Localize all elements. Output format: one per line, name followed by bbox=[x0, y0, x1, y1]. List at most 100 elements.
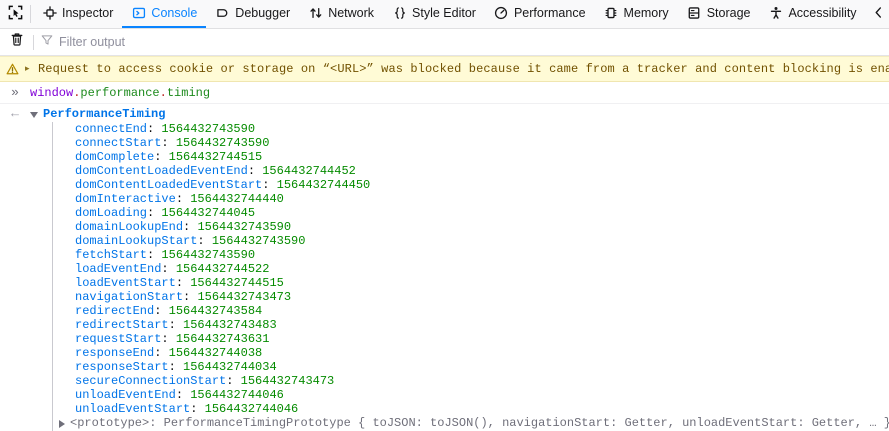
property-value: 1564432743590 bbox=[161, 122, 256, 136]
toolbar-overflow-button[interactable] bbox=[867, 0, 889, 28]
prototype-expand-twisty[interactable] bbox=[59, 419, 65, 428]
warning-triangle-icon bbox=[6, 63, 20, 76]
table-row[interactable]: fetchStart: 1564432743590 bbox=[53, 248, 889, 262]
accessibility-icon bbox=[768, 6, 783, 21]
tab-console[interactable]: Console bbox=[122, 0, 207, 28]
table-row[interactable]: domComplete: 1564432744515 bbox=[53, 150, 889, 164]
property-colon: : bbox=[154, 304, 169, 318]
property-name: domLoading bbox=[75, 206, 148, 220]
tab-style-editor[interactable]: Style Editor bbox=[383, 0, 485, 28]
tab-storage-label: Storage bbox=[706, 6, 751, 20]
console-icon bbox=[131, 6, 146, 21]
table-row[interactable]: loadEventEnd: 1564432744522 bbox=[53, 262, 889, 276]
property-value: 1564432744046 bbox=[204, 402, 299, 416]
property-name: domComplete bbox=[75, 150, 155, 164]
filter-input[interactable] bbox=[59, 35, 299, 49]
object-expand-twisty[interactable] bbox=[30, 112, 38, 118]
clear-console-button[interactable] bbox=[4, 31, 30, 53]
tab-network[interactable]: Network bbox=[299, 0, 383, 28]
warning-expand-twisty[interactable]: ▸ bbox=[25, 63, 30, 74]
object-inspector: PerformanceTiming connectEnd: 1564432743… bbox=[30, 107, 889, 431]
prototype-row[interactable]: <prototype>: PerformanceTimingPrototype … bbox=[53, 416, 889, 431]
table-row[interactable]: connectEnd: 1564432743590 bbox=[53, 122, 889, 136]
property-value: 1564432743584 bbox=[168, 304, 263, 318]
property-value: 1564432744034 bbox=[183, 360, 277, 374]
tab-storage[interactable]: Storage bbox=[678, 0, 760, 28]
property-name: redirectEnd bbox=[75, 304, 155, 318]
property-colon: : bbox=[168, 318, 184, 332]
devtools-toolbar: Inspector Console Debugger Network bbox=[0, 0, 889, 29]
token-window: window bbox=[30, 86, 74, 100]
prototype-text: <prototype>: PerformanceTimingPrototype … bbox=[70, 416, 889, 430]
property-name: responseEnd bbox=[75, 346, 155, 360]
table-row[interactable]: unloadEventStart: 1564432744046 bbox=[53, 402, 889, 416]
tab-style-editor-label: Style Editor bbox=[412, 6, 476, 20]
property-name: domInteractive bbox=[75, 192, 176, 206]
tab-inspector[interactable]: Inspector bbox=[33, 0, 122, 28]
table-row[interactable]: domInteractive: 1564432744440 bbox=[53, 192, 889, 206]
object-header[interactable]: PerformanceTiming bbox=[30, 107, 889, 122]
property-colon: : bbox=[197, 234, 212, 248]
property-name: unloadEventEnd bbox=[75, 388, 176, 402]
tab-console-label: Console bbox=[151, 6, 198, 20]
table-row[interactable]: domainLookupEnd: 1564432743590 bbox=[53, 220, 889, 234]
property-value: 1564432744522 bbox=[175, 262, 270, 276]
table-row[interactable]: responseStart: 1564432744034 bbox=[53, 360, 889, 374]
property-name: redirectStart bbox=[75, 318, 169, 332]
chevron-left-icon bbox=[873, 6, 884, 22]
object-title: PerformanceTiming bbox=[43, 107, 166, 121]
property-name: connectStart bbox=[75, 136, 162, 150]
memory-icon bbox=[604, 6, 619, 21]
table-row[interactable]: domContentLoadedEventStart: 156443274445… bbox=[53, 178, 889, 192]
console-input-expression[interactable]: window.performance.timing bbox=[30, 86, 210, 100]
property-value: 1564432744452 bbox=[262, 164, 356, 178]
table-row[interactable]: domainLookupStart: 1564432743590 bbox=[53, 234, 889, 248]
property-value: 1564432743590 bbox=[175, 136, 270, 150]
property-colon: : bbox=[190, 402, 205, 416]
property-value: 1564432744046 bbox=[190, 388, 284, 402]
table-row[interactable]: connectStart: 1564432743590 bbox=[53, 136, 889, 150]
property-colon: : bbox=[147, 122, 162, 136]
tab-memory[interactable]: Memory bbox=[595, 0, 678, 28]
table-row[interactable]: navigationStart: 1564432743473 bbox=[53, 290, 889, 304]
console-warning-message[interactable]: ▸ Request to access cookie or storage on… bbox=[0, 56, 889, 82]
tab-network-label: Network bbox=[328, 6, 375, 20]
token-dot-1: . bbox=[73, 86, 81, 100]
table-row[interactable]: unloadEventEnd: 1564432744046 bbox=[53, 388, 889, 402]
property-value: 1564432743473 bbox=[197, 290, 292, 304]
property-value: 1564432744515 bbox=[168, 150, 263, 164]
funnel-icon bbox=[41, 33, 53, 51]
table-row[interactable]: loadEventStart: 1564432744515 bbox=[53, 276, 889, 290]
table-row[interactable]: secureConnectionStart: 1564432743473 bbox=[53, 374, 889, 388]
table-row[interactable]: redirectEnd: 1564432743584 bbox=[53, 304, 889, 318]
token-timing: timing bbox=[166, 86, 211, 100]
tab-performance[interactable]: Performance bbox=[485, 0, 595, 28]
property-colon: : bbox=[226, 374, 241, 388]
toolbar-divider bbox=[30, 5, 31, 23]
property-colon: : bbox=[183, 220, 198, 234]
tab-accessibility[interactable]: Accessibility bbox=[759, 0, 865, 28]
table-row[interactable]: requestStart: 1564432743631 bbox=[53, 332, 889, 346]
tab-performance-label: Performance bbox=[513, 6, 586, 20]
property-colon: : bbox=[175, 276, 191, 290]
property-name: domContentLoadedEventEnd bbox=[75, 164, 248, 178]
table-row[interactable]: domLoading: 1564432744045 bbox=[53, 206, 889, 220]
tab-debugger[interactable]: Debugger bbox=[206, 0, 299, 28]
table-row[interactable]: redirectStart: 1564432743483 bbox=[53, 318, 889, 332]
storage-icon bbox=[687, 6, 702, 21]
property-value: 1564432743590 bbox=[161, 248, 256, 262]
property-value: 1564432744045 bbox=[161, 206, 256, 220]
performance-icon bbox=[494, 6, 509, 21]
console-filter-bar bbox=[0, 29, 889, 56]
property-name: secureConnectionStart bbox=[75, 374, 227, 388]
trash-icon bbox=[10, 32, 24, 52]
element-picker-button[interactable] bbox=[0, 0, 30, 28]
style-editor-icon bbox=[392, 6, 407, 21]
table-row[interactable]: domContentLoadedEventEnd: 1564432744452 bbox=[53, 164, 889, 178]
property-value: 1564432743590 bbox=[211, 234, 306, 248]
property-value: 1564432743631 bbox=[175, 332, 270, 346]
property-name: loadEventStart bbox=[75, 276, 176, 290]
table-row[interactable]: responseEnd: 1564432744038 bbox=[53, 346, 889, 360]
property-name: domainLookupEnd bbox=[75, 220, 184, 234]
filter-input-wrapper[interactable] bbox=[41, 33, 889, 51]
